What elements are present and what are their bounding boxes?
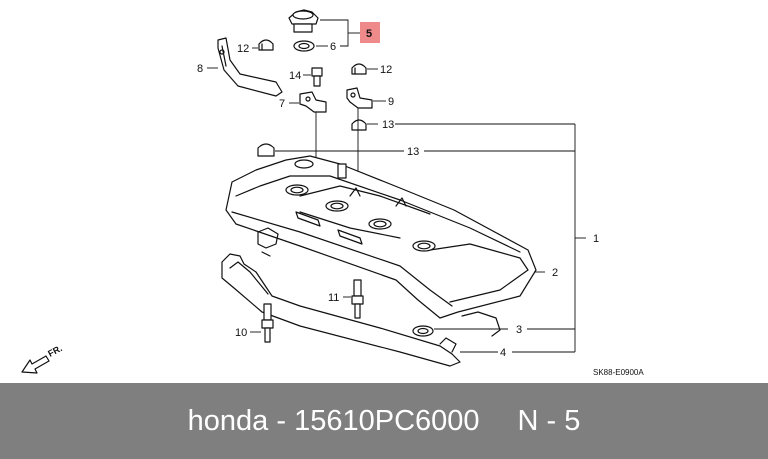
- harness-bracket: [217, 37, 283, 97]
- diagram-ref: N - 5: [517, 404, 581, 437]
- washer-13-upper: [351, 119, 367, 131]
- callout-7: 7: [279, 98, 285, 110]
- diagram-code: SK88-E0900A: [593, 368, 644, 377]
- brand-name: honda: [187, 404, 269, 437]
- callout-8: 8: [197, 63, 203, 75]
- callout-5-highlight: [360, 22, 380, 43]
- bracket-7: [299, 91, 327, 113]
- cap-nut-right: [351, 63, 367, 75]
- callout-11: 11: [328, 292, 339, 304]
- bracket-9: [346, 87, 373, 109]
- callout-2: 2: [552, 267, 558, 279]
- callout-13-lower: 13: [407, 146, 419, 158]
- plug-hole-seal: [412, 325, 434, 337]
- callout-6: 6: [330, 41, 336, 53]
- washer-13-lower: [257, 143, 275, 157]
- brand-separator: -: [276, 404, 287, 437]
- front-direction-label: FR.: [46, 343, 63, 359]
- bolt-14: [311, 67, 323, 87]
- callout-5: 5: [366, 28, 372, 40]
- callout-9: 9: [388, 96, 394, 108]
- oil-filler-cap: [288, 9, 319, 33]
- callout-10: 10: [235, 327, 247, 339]
- cap-nut-left: [258, 39, 274, 51]
- callout-4: 4: [500, 347, 506, 359]
- callout-1: 1: [593, 233, 599, 245]
- callout-12-right: 12: [380, 64, 392, 76]
- stud-bolt-10: [261, 303, 274, 343]
- filler-cap-gasket: [293, 40, 315, 52]
- parts-diagram: 5 6 12 12 8 14: [21, 9, 644, 377]
- head-cover-gasket: [221, 227, 501, 367]
- callout-12-left: 12: [237, 43, 249, 55]
- callout-14: 14: [289, 70, 301, 82]
- cylinder-head-cover: [225, 155, 537, 319]
- part-number: 15610PC6000: [294, 404, 480, 437]
- front-direction-arrow: FR.: [21, 343, 64, 374]
- callout-13-upper: 13: [382, 119, 394, 131]
- footer-bar: honda - 15610PC6000 N - 5: [0, 383, 768, 459]
- stud-bolt-11: [351, 279, 364, 319]
- callout-3: 3: [516, 324, 522, 336]
